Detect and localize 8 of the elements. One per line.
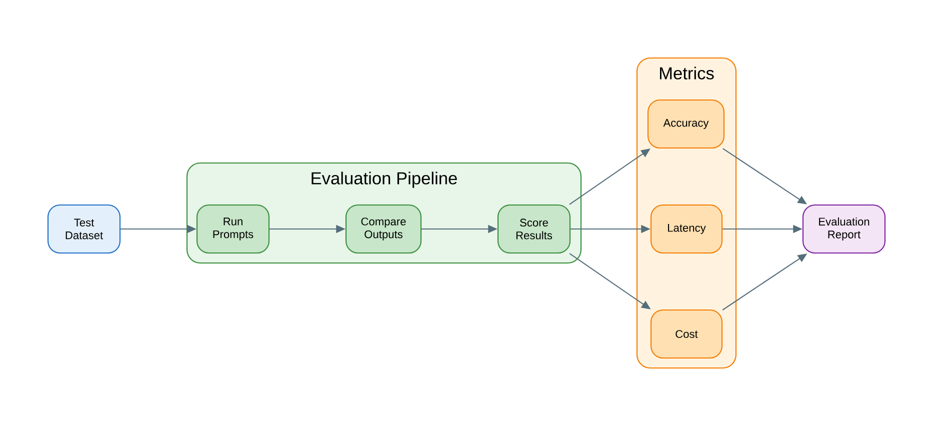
process-box: Test Dataset (47, 204, 121, 254)
process-box: Evaluation Report (802, 204, 886, 254)
process-box: Compare Outputs (345, 204, 422, 254)
process-box: Latency (650, 204, 723, 254)
process-box: Cost (650, 309, 723, 359)
process-box: Run Prompts (196, 204, 270, 254)
process-box: Accuracy (647, 99, 725, 149)
process-box: Score Results (497, 204, 571, 254)
